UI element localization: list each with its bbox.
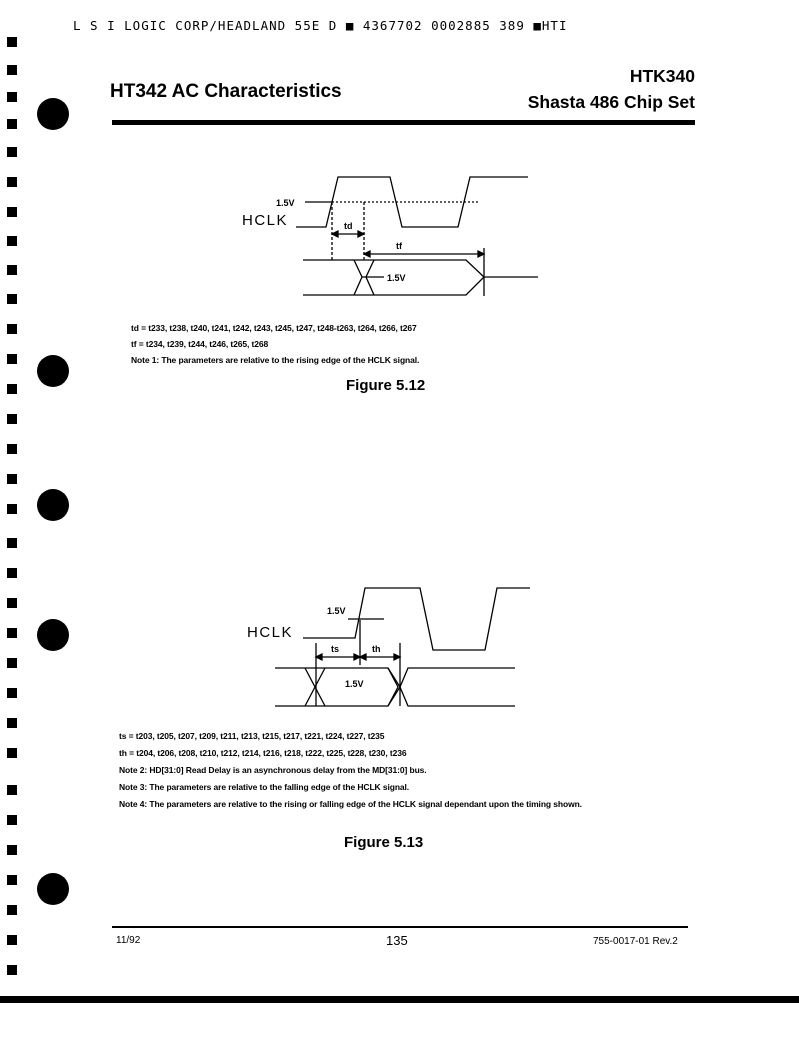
binder-mark [7, 568, 17, 578]
binder-mark [7, 935, 17, 945]
note-1: Note 1: The parameters are relative to t… [131, 355, 420, 365]
binder-mark [7, 207, 17, 217]
label-1-5v-data: 1.5V [345, 679, 364, 689]
binder-mark [7, 504, 17, 514]
binder-mark [7, 265, 17, 275]
note-ts: ts = t203, t205, t207, t209, t211, t213,… [119, 731, 385, 741]
arrow-head [477, 249, 486, 259]
binder-mark [7, 384, 17, 394]
hclk-waveform [303, 587, 530, 651]
arrow-head [357, 229, 366, 239]
label-1-5v: 1.5V [327, 606, 346, 616]
note-2: Note 2: HD[31:0] Read Delay is an asynch… [119, 765, 427, 775]
note-tf: tf = t234, t239, t244, t246, t265, t268 [131, 339, 269, 349]
binder-mark [7, 92, 17, 102]
binder-mark [7, 236, 17, 246]
note-td: td = t233, t238, t240, t241, t242, t243,… [131, 323, 417, 333]
binder-mark [7, 177, 17, 187]
punch-hole [37, 873, 69, 905]
arrow-head [330, 229, 339, 239]
product-name: Shasta 486 Chip Set [527, 92, 695, 112]
note-4: Note 4: The parameters are relative to t… [119, 799, 582, 809]
binder-mark [7, 688, 17, 698]
label-td: td [344, 221, 353, 231]
data-bus-line [399, 686, 515, 707]
note-th: th = t204, t206, t208, t210, t212, t214,… [119, 748, 407, 758]
binder-mark [7, 628, 17, 638]
binder-mark [7, 294, 17, 304]
page-number: 135 [386, 933, 408, 948]
binder-mark [7, 414, 17, 424]
binder-mark [7, 785, 17, 795]
scan-bottom-bar [0, 996, 799, 1003]
footer-rule [112, 926, 688, 928]
punch-hole [37, 489, 69, 521]
binder-mark [7, 905, 17, 915]
data-bus-line [314, 667, 326, 707]
arrow-head [358, 652, 367, 662]
binder-mark [7, 37, 17, 47]
label-ts: ts [331, 644, 339, 654]
binder-mark [7, 538, 17, 548]
note-3: Note 3: The parameters are relative to t… [119, 782, 410, 792]
doc-number: 755-0017-01 Rev.2 [593, 936, 678, 947]
binder-mark [7, 598, 17, 608]
binder-mark [7, 875, 17, 885]
binder-mark [7, 815, 17, 825]
scan-header-line: L S I LOGIC CORP/HEADLAND 55E D ■ 436770… [73, 18, 568, 33]
punch-hole [37, 98, 69, 130]
header-rule [112, 120, 695, 125]
label-hclk: HCLK [247, 624, 293, 641]
label-th: th [372, 644, 381, 654]
label-1-5v: 1.5V [276, 198, 295, 208]
binder-mark [7, 718, 17, 728]
label-1-5v-data: 1.5V [387, 273, 406, 283]
footer-date: 11/92 [116, 935, 141, 946]
arrow-head [393, 652, 402, 662]
binder-mark [7, 65, 17, 75]
product-code: HTK340 [629, 66, 695, 86]
binder-mark [7, 658, 17, 668]
data-bus-line [399, 667, 515, 688]
label-hclk: HCLK [242, 212, 288, 229]
label-tf: tf [396, 241, 403, 251]
data-bus-line [387, 667, 399, 707]
figure-caption: Figure 5.12 [346, 377, 426, 394]
binder-mark [7, 444, 17, 454]
binder-mark [7, 147, 17, 157]
punch-hole [37, 355, 69, 387]
punch-hole [37, 619, 69, 651]
binder-mark [7, 354, 17, 364]
binder-mark [7, 324, 17, 334]
section-title: HT342 AC Characteristics [110, 81, 342, 102]
data-bus-line [304, 667, 316, 707]
binder-mark [7, 748, 17, 758]
arrow-head [353, 652, 362, 662]
arrow-head [314, 652, 323, 662]
binder-mark [7, 965, 17, 975]
figure-caption: Figure 5.13 [344, 834, 424, 851]
binder-mark [7, 845, 17, 855]
binder-mark [7, 474, 17, 484]
binder-mark [7, 119, 17, 129]
arrow-head [362, 249, 371, 259]
